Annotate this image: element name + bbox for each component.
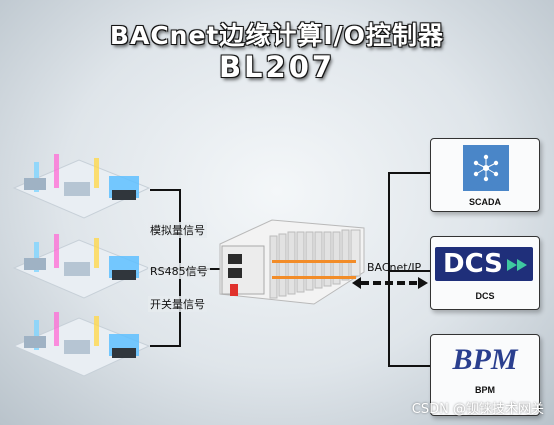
wire-right-vertical [388,172,390,366]
dcs-logo-text: DCS [443,249,503,279]
wire-to-scada [388,172,430,174]
wire-to-dcs [388,270,430,272]
signal-label-rs485: RS485信号 [148,263,210,279]
scada-device-box: scada SCADA [430,138,540,212]
bpm-label: BPM [475,385,495,395]
scada-logo-icon [463,145,509,191]
wire-to-bpm [388,365,430,367]
controller-module [219,219,365,305]
dcs-device-box: DCS DCS [430,236,540,310]
signal-label-digital: 开关量信号 [148,296,207,312]
factory-scene-middle [12,234,151,299]
dcs-logo: DCS [435,247,533,281]
factory-scene-top [12,154,151,219]
wire-top [150,189,180,191]
dcs-label: DCS [475,291,495,301]
title-line1: BACnet边缘计算I/O控制器 [109,21,445,50]
watermark: CSDN @钡铼技术网关 [411,402,544,417]
signal-label-analog: 模拟量信号 [148,222,207,238]
protocol-label: BACnet/IP [367,261,422,274]
bidirectional-arrow-icon [352,277,428,289]
scada-label: SCADA [468,197,501,207]
factory-scene-bottom [12,312,151,377]
bpm-device-box: BPM BPM [430,334,540,416]
scada-logo-text: scada [467,179,503,194]
wire-bottom [150,345,180,347]
bpm-logo: BPM [452,343,518,376]
title-line2: BL207 [218,50,336,84]
forward-arrows-icon [507,259,527,271]
